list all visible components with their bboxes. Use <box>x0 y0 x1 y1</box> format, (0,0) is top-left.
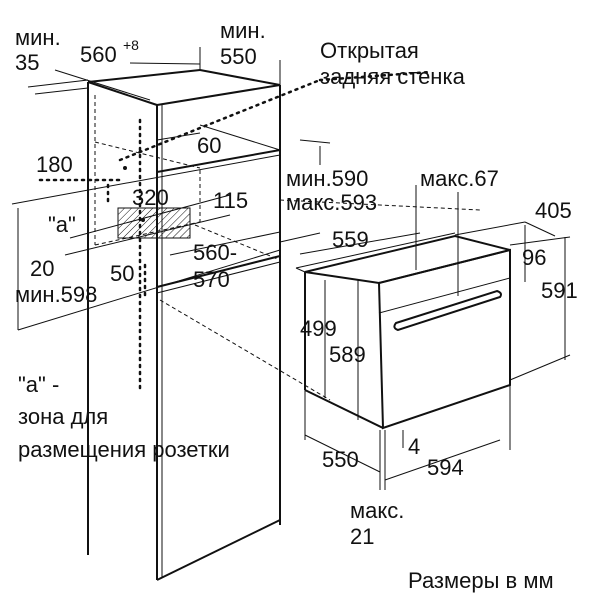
label-115: 115 <box>213 188 248 213</box>
label-180: 180 <box>36 152 73 177</box>
label-max21-b: 21 <box>350 524 374 549</box>
label-50: 50 <box>110 261 134 286</box>
label-60: 60 <box>197 133 221 158</box>
label-a: "a" <box>48 212 76 237</box>
label-559: 559 <box>332 227 369 252</box>
label-20: 20 <box>30 256 54 281</box>
note-a-1: "a" - <box>18 372 59 397</box>
oven-dimension-lines <box>279 185 571 490</box>
units-note: Размеры в мм <box>408 568 554 593</box>
label-96: 96 <box>522 245 546 270</box>
label-560-570-a: 560- <box>193 240 237 265</box>
label-405: 405 <box>535 198 572 223</box>
label-max67: макс.67 <box>420 166 499 191</box>
label-594: 594 <box>427 455 464 480</box>
dimension-labels: мин. 35 560 +8 мин. 550 Открытая задняя … <box>15 18 578 593</box>
label-w560: 560 <box>80 42 117 67</box>
label-550: 550 <box>322 447 359 472</box>
label-max593: макс.593 <box>286 190 377 215</box>
note-a-3: размещения розетки <box>18 437 230 462</box>
label-499: 499 <box>300 316 337 341</box>
label-min550-a: мин. <box>220 18 266 43</box>
label-560-570-b: 570 <box>193 267 230 292</box>
note-a-2: зона для <box>18 404 108 429</box>
oven-handle <box>393 289 502 332</box>
label-min550-b: 550 <box>220 44 257 69</box>
label-320: 320 <box>132 185 169 210</box>
label-min35-b: 35 <box>15 50 39 75</box>
label-589: 589 <box>329 342 366 367</box>
label-591: 591 <box>541 278 578 303</box>
label-max21-a: макс. <box>350 498 404 523</box>
label-4: 4 <box>408 434 420 459</box>
label-min35-a: мин. <box>15 25 61 50</box>
label-open-back-1: Открытая <box>320 38 419 63</box>
cabinet-dimension-lines <box>11 47 481 401</box>
label-min598: мин.598 <box>15 282 97 307</box>
label-min590: мин.590 <box>286 166 368 191</box>
label-w560-tolerance: +8 <box>123 37 139 53</box>
label-open-back-2: задняя стенка <box>320 64 466 89</box>
